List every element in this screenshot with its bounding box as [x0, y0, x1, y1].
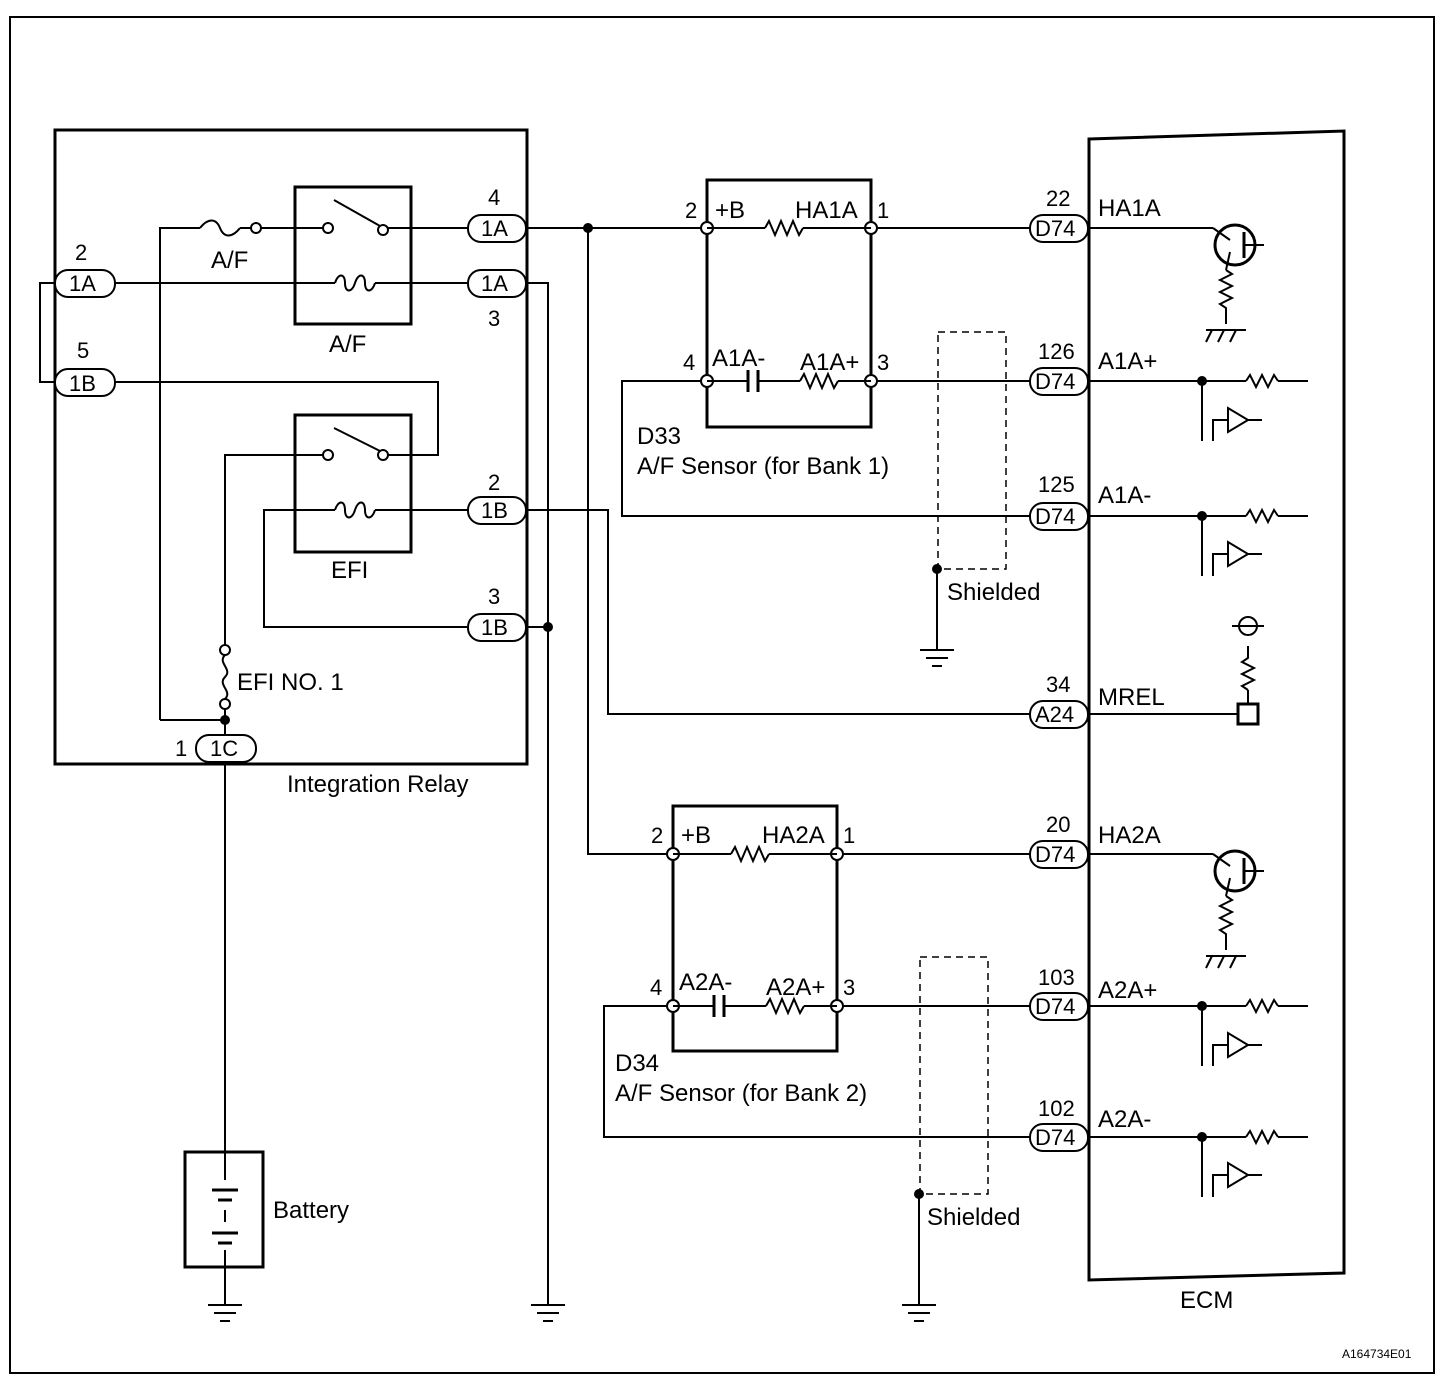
sensor2-heater-label: HA2A [762, 822, 825, 849]
sensor1-name: A/F Sensor (for Bank 1) [637, 453, 889, 480]
relay-pin-1a-4: 4 [488, 185, 500, 210]
sensor1-pin-plus: 3 [877, 350, 889, 375]
ecm-signal: HA1A [1098, 195, 1161, 222]
ecm-signal: MREL [1098, 684, 1165, 711]
ecm-pin: 20 [1046, 812, 1070, 837]
relay-pin-1b-5: 5 [77, 338, 89, 363]
battery-label: Battery [273, 1197, 349, 1224]
figure-id: A164734E01 [1342, 1347, 1412, 1361]
ecm-pin: 34 [1046, 672, 1070, 697]
sensor1-heater-label: HA1A [795, 197, 858, 224]
diagram-frame [9, 16, 1435, 1374]
shield2-box [919, 956, 989, 1195]
efi-relay-label: EFI [331, 557, 368, 584]
sensor-bank2: 2 +B HA2A 1 4 A2A- A2A+ 3 D34 A/F Sensor… [615, 804, 867, 1107]
af-fuse-label: A/F [211, 247, 248, 274]
sensor1-id: D33 [637, 423, 681, 450]
ecm-pin: 103 [1038, 965, 1075, 990]
ecm-signal: A2A- [1098, 1106, 1151, 1133]
relay-wiring [39, 199, 469, 735]
sensor1-minus-label: A1A- [712, 345, 765, 372]
battery: Battery [183, 762, 349, 1305]
sensor1-pin-minus: 4 [683, 350, 695, 375]
efi-fuse-label: EFI NO. 1 [237, 669, 344, 696]
ecm-internals [1089, 223, 1308, 1197]
ecm-label: ECM [1180, 1287, 1233, 1314]
sensor1-pin-b: 2 [685, 198, 697, 223]
ground-shield2 [902, 1304, 936, 1322]
sensor2-id: D34 [615, 1050, 659, 1077]
af-relay [293, 185, 413, 326]
ecm-connectors: D74 22 HA1A D74 126 A1A+ D74 125 A1A- A2… [1029, 186, 1165, 1152]
relay-pin-1b-2: 2 [488, 470, 500, 495]
efi-relay [293, 413, 413, 554]
relay-connectors: 1A 1A 1A 1B 1B 1B 1C [54, 214, 527, 763]
ground-shield1 [920, 649, 954, 667]
ecm-conn-label: D74 [1035, 369, 1075, 394]
wire-relay-ground [526, 282, 549, 1305]
ecm-pin: 126 [1038, 339, 1075, 364]
relay-conn-label: 1B [481, 615, 508, 640]
ecm-signal: A1A+ [1098, 348, 1157, 375]
sensor1-b-label: +B [715, 197, 745, 224]
ecm-pin: 22 [1046, 186, 1070, 211]
shield1-box [937, 331, 1007, 570]
sensor-bank1: 2 +B HA1A 1 4 A1A- A1A+ 3 D33 A/F Sensor… [637, 178, 889, 480]
relay-conn-label: 1C [210, 736, 238, 761]
relay-pin-1a-2: 2 [75, 240, 87, 265]
sensor2-b-label: +B [681, 822, 711, 849]
sensor1-pin-heater: 1 [877, 198, 889, 223]
sensor2-pin-heater: 1 [843, 823, 855, 848]
ecm-conn-label: D74 [1035, 504, 1075, 529]
ecm: ECM [1087, 129, 1346, 1314]
sensor2-minus-label: A2A- [679, 969, 732, 996]
ecm-conn-label: D74 [1035, 994, 1075, 1019]
ecm-signal: A1A- [1098, 482, 1151, 509]
integration-relay: Integration Relay A/F EFI A/F EFI NO. 1 … [53, 128, 529, 798]
sensor1-plus-label: A1A+ [800, 349, 859, 376]
ground-relay [531, 1304, 565, 1322]
relay-pin-1b-3: 3 [488, 584, 500, 609]
ecm-signal: HA2A [1098, 822, 1161, 849]
ecm-conn-label: D74 [1035, 842, 1075, 867]
relay-conn-label: 1A [481, 216, 508, 241]
relay-pin-1a-3: 3 [488, 306, 500, 331]
relay-conn-label: 1A [481, 271, 508, 296]
ecm-conn-label: D74 [1035, 1125, 1075, 1150]
ecm-pin: 125 [1038, 472, 1075, 497]
sensor2-pin-minus: 4 [650, 975, 662, 1000]
af-relay-label: A/F [329, 331, 366, 358]
integration-relay-label: Integration Relay [287, 771, 468, 798]
wire-mrel [526, 509, 1030, 715]
relay-conn-label: 1A [69, 271, 96, 296]
ecm-conn-label: A24 [1035, 702, 1074, 727]
shield2-label: Shielded [927, 1204, 1020, 1231]
ecm-conn-label: D74 [1035, 216, 1075, 241]
sensor2-plus-label: A2A+ [766, 974, 825, 1001]
ecm-pin: 102 [1038, 1096, 1075, 1121]
sensor2-name: A/F Sensor (for Bank 2) [615, 1080, 867, 1107]
relay-conn-label: 1B [69, 371, 96, 396]
relay-conn-label: 1B [481, 498, 508, 523]
ground-battery [208, 1304, 242, 1322]
sensor2-pin-b: 2 [651, 823, 663, 848]
ecm-signal: A2A+ [1098, 977, 1157, 1004]
relay-pin-1c-1: 1 [175, 736, 187, 761]
sensor2-pin-plus: 3 [843, 975, 855, 1000]
shield1-label: Shielded [947, 579, 1040, 606]
